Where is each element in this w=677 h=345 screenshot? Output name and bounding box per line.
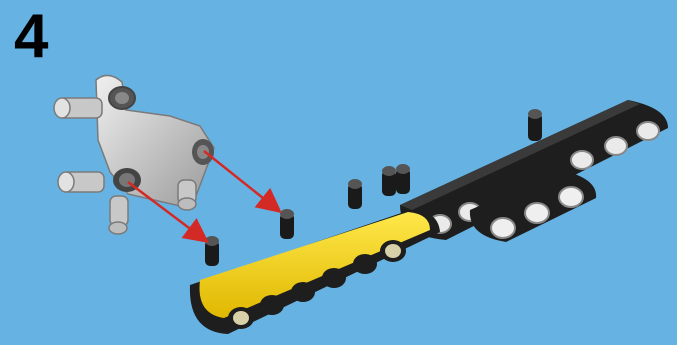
gray-cross-connector — [54, 75, 214, 234]
yellow-beam — [190, 210, 440, 334]
assembly-arrow-icon — [204, 151, 278, 210]
